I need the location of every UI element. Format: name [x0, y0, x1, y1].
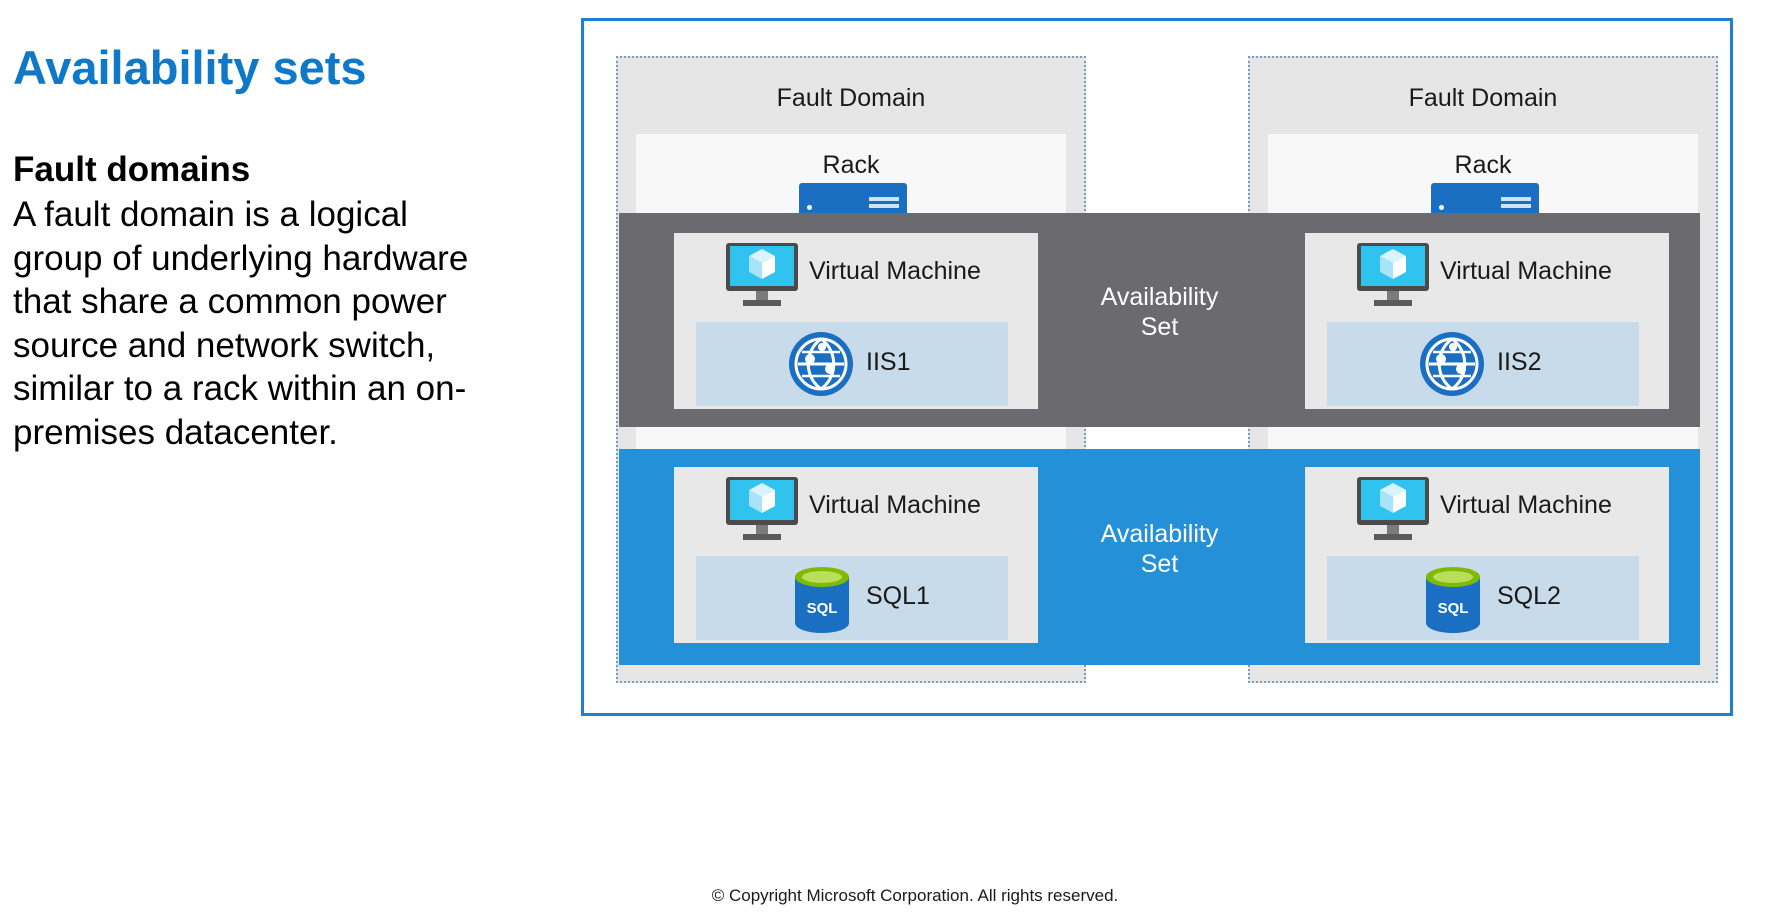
vm-label: Virtual Machine: [809, 257, 981, 285]
vm-card-iis1: Virtual Machine IIS1: [674, 233, 1038, 409]
fault-domain-label: Fault Domain: [776, 84, 926, 112]
section-heading: Fault domains: [13, 150, 251, 189]
workload-label-sql1: SQL1: [866, 582, 930, 610]
availability-set-web: Virtual Machine IIS1 Availability Set Vi…: [619, 213, 1700, 427]
vm-card-sql2: Virtual Machine SQL SQL2: [1305, 467, 1669, 643]
server-icon: [1431, 183, 1539, 217]
workload-iis1: IIS1: [696, 322, 1008, 406]
vm-card-sql1: Virtual Machine SQL SQL1: [674, 467, 1038, 643]
rack-label: Rack: [1454, 151, 1512, 179]
sql-database-icon: SQL: [793, 565, 851, 635]
web-app-icon: [1417, 329, 1487, 399]
virtual-machine-icon: [726, 243, 798, 309]
workload-label-iis1: IIS1: [866, 348, 911, 376]
workload-label-iis2: IIS2: [1497, 348, 1542, 376]
vm-card-iis2: Virtual Machine IIS2: [1305, 233, 1669, 409]
vm-label: Virtual Machine: [809, 491, 981, 519]
fault-domain-label: Fault Domain: [1408, 84, 1558, 112]
svg-text:SQL: SQL: [807, 600, 838, 617]
svg-text:SQL: SQL: [1438, 600, 1469, 617]
web-app-icon: [786, 329, 856, 399]
section-body: A fault domain is a logical group of und…: [13, 195, 469, 452]
workload-sql2: SQL SQL2: [1327, 556, 1639, 640]
availability-set-data: Virtual Machine SQL SQL1 Availability Se…: [619, 449, 1700, 665]
virtual-machine-icon: [1357, 243, 1429, 309]
workload-label-sql2: SQL2: [1497, 582, 1561, 610]
server-icon: [799, 183, 907, 217]
virtual-machine-icon: [726, 477, 798, 543]
slide-title: Availability sets: [13, 41, 367, 94]
availability-set-label: Availability Set: [1100, 520, 1219, 578]
workload-sql1: SQL SQL1: [696, 556, 1008, 640]
virtual-machine-icon: [1357, 477, 1429, 543]
vm-label: Virtual Machine: [1440, 257, 1612, 285]
availability-set-diagram: Fault Domain Rack Fault Domain Rack Virt…: [581, 18, 1733, 716]
rack-label: Rack: [822, 151, 880, 179]
copyright-notice: © Copyright Microsoft Corporation. All r…: [711, 886, 1119, 905]
sql-database-icon: SQL: [1424, 565, 1482, 635]
availability-set-label: Availability Set: [1100, 283, 1219, 341]
workload-iis2: IIS2: [1327, 322, 1639, 406]
vm-label: Virtual Machine: [1440, 491, 1612, 519]
